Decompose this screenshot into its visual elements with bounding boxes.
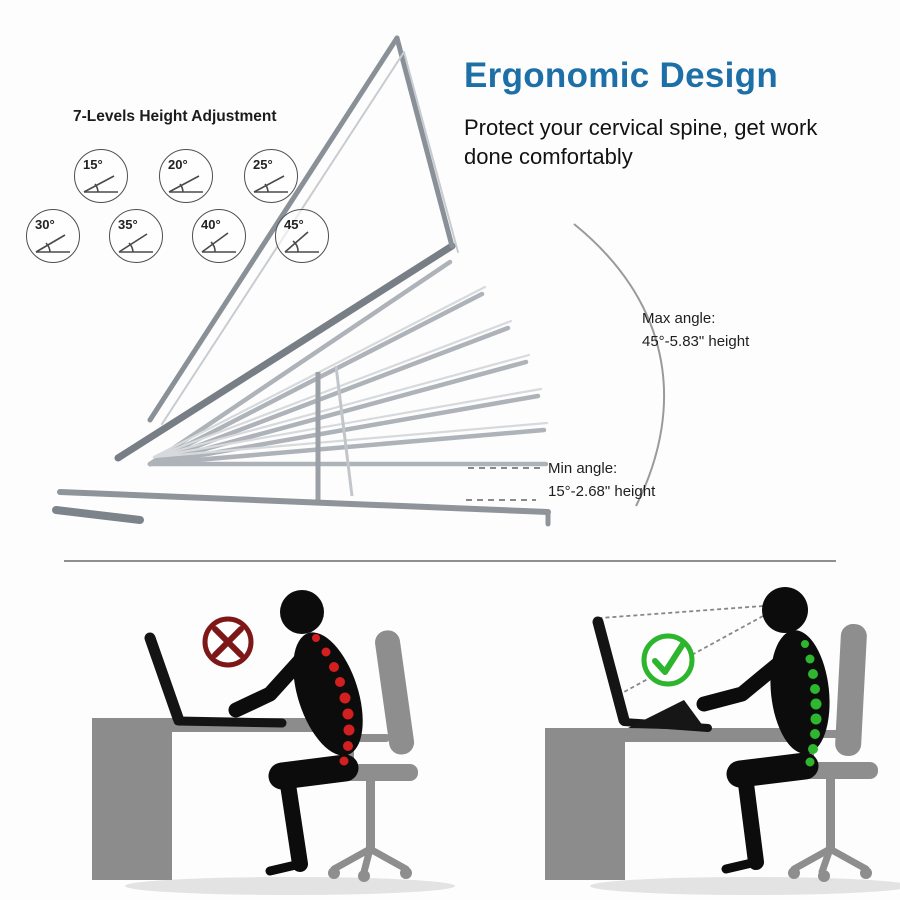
max-angle-value: 45°-5.83" height	[642, 332, 750, 350]
angle-label: 40°	[201, 217, 221, 232]
desk	[92, 718, 348, 880]
foot	[265, 859, 305, 876]
laptop-flat-on-desk	[144, 632, 287, 728]
angle-icon	[35, 234, 70, 253]
cross-icon	[202, 616, 254, 668]
head	[280, 590, 324, 634]
angle-icon	[168, 175, 203, 193]
angle-label: 30°	[35, 217, 55, 232]
angle-row-1: 15° 20° 25°	[74, 149, 298, 203]
angle-label: 25°	[253, 157, 273, 172]
good-posture-scene	[545, 587, 900, 895]
stand-fan-levels	[147, 259, 549, 467]
angle-badge-45: 45°	[275, 209, 329, 263]
min-angle-label: Min angle:	[548, 460, 618, 477]
min-angle-leader-lines	[466, 467, 544, 501]
lower-leg	[279, 770, 308, 872]
angle-icon	[284, 231, 319, 253]
angle-badge-20: 20°	[159, 149, 213, 203]
angle-label: 45°	[284, 217, 304, 232]
page-title: Ergonomic Design	[464, 56, 779, 95]
floor-shadow	[590, 877, 900, 895]
angle-label: 20°	[168, 157, 188, 172]
chair-base	[330, 845, 410, 876]
max-angle-label: Max angle:	[642, 310, 716, 327]
straight-spine-dots	[801, 640, 822, 767]
max-angle-annotation: Max angle: 45°-5.83" height	[642, 308, 749, 353]
angle-label: 35°	[118, 217, 138, 232]
desk	[545, 728, 812, 880]
floor-shadow	[125, 877, 455, 895]
angle-row-2: 30° 35° 40° 45°	[26, 209, 329, 263]
chair-base	[790, 845, 870, 876]
stand-wedge	[628, 700, 706, 730]
arm	[696, 648, 796, 712]
angle-badge-35: 35°	[109, 209, 163, 263]
angle-icon	[253, 175, 288, 193]
angle-badge-15: 15°	[74, 149, 128, 203]
curved-spine-dots	[312, 634, 355, 766]
angle-label: 15°	[83, 157, 103, 172]
stand-support-strut	[315, 365, 354, 500]
foot	[721, 857, 761, 874]
check-icon	[641, 633, 695, 687]
arm	[228, 644, 316, 718]
laptop-stand-illustration	[52, 35, 666, 527]
page-subtitle: Protect your cervical spine, get work do…	[464, 115, 818, 170]
torso	[293, 632, 363, 756]
angle-badge-30: 30°	[26, 209, 80, 263]
min-angle-annotation: Min angle: 15°-2.68" height	[548, 458, 655, 503]
angle-range-arc	[573, 223, 666, 507]
stand-base	[52, 489, 551, 527]
angle-icon	[83, 175, 118, 193]
section-divider	[64, 560, 836, 562]
laptop-on-stand	[592, 616, 712, 732]
head	[762, 587, 808, 633]
angle-badge-40: 40°	[192, 209, 246, 263]
lower-leg	[737, 768, 764, 870]
angle-icon	[118, 233, 153, 253]
hunched-person-silhouette	[228, 590, 363, 876]
min-angle-value: 15°-2.68" height	[548, 482, 656, 500]
adjustment-heading: 7-Levels Height Adjustment	[73, 108, 277, 125]
bad-posture-scene	[92, 590, 455, 895]
angle-badge-25: 25°	[244, 149, 298, 203]
angle-icon	[201, 232, 236, 253]
